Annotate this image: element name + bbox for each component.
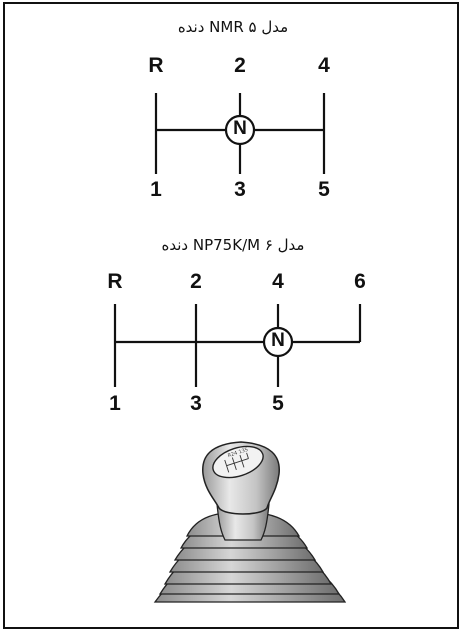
gear-5-label-1: 1	[150, 178, 162, 201]
gear-shift-knob-illustration	[153, 441, 347, 603]
gear-5-label-4: 4	[318, 54, 330, 77]
gear-5-label-r: R	[148, 54, 164, 77]
gear-5-label-3: 3	[234, 178, 246, 201]
neutral-6-label: N	[271, 330, 285, 351]
neutral-5-label: N	[233, 118, 247, 139]
gear-6-label-2: 2	[190, 270, 202, 293]
diagram-5-title: مدل NMR ۵ دنده	[177, 18, 289, 36]
gear-6-label-3: 3	[190, 392, 202, 415]
gear-5-label-5: 5	[318, 178, 330, 201]
diagram-6-title: مدل NP75K/M ۶ دنده	[161, 236, 305, 254]
gear-6-label-4: 4	[272, 270, 284, 293]
shift-pattern-5-lines	[154, 93, 326, 174]
gear-6-label-1: 1	[109, 392, 121, 415]
gear-6-label-6: 6	[354, 270, 366, 293]
diagram-frame: مدل NMR ۵ دنده R 2 4 1 3 5 N مدل NP75K/M…	[3, 2, 459, 629]
shift-pattern-6-lines	[113, 304, 362, 387]
gear-5-label-2: 2	[234, 54, 246, 77]
gear-6-label-5: 5	[272, 392, 284, 415]
gear-6-label-r: R	[107, 270, 123, 293]
